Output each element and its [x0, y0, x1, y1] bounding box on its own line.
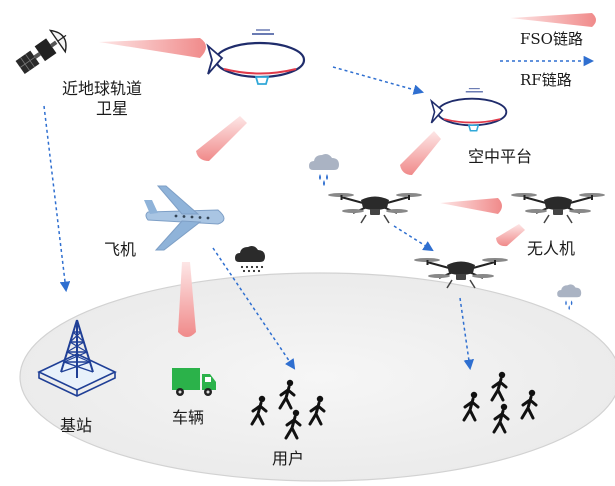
rf-link-airplane-users: [212, 247, 296, 370]
cloud-rain-icon: [235, 246, 265, 273]
satellite-icon: [15, 29, 67, 75]
uav-label: 无人机: [527, 239, 576, 258]
legend-fso-symbol: [510, 13, 596, 27]
ground-area: [19, 272, 615, 482]
fso-beam-airplane-vehicle: [178, 262, 196, 337]
aerial-platform-label: 空中平台: [468, 147, 533, 166]
rf-link-satellite-basestation: [43, 105, 71, 293]
vehicle-label: 车辆: [172, 408, 205, 427]
cloud-rain-icon: [309, 154, 339, 186]
fso-beam-uav-uav: [440, 198, 502, 214]
satellite-label-line1: 近地球轨道: [62, 79, 143, 98]
satellite-label-line2: 卫星: [96, 99, 129, 118]
airship-icon: [429, 88, 508, 132]
cloud-rain-icon: [557, 284, 582, 310]
fso-beam-platform-uav: [400, 131, 441, 175]
drone-icon: [510, 192, 606, 224]
airplane-label: 飞机: [104, 240, 137, 259]
airplane-icon: [144, 185, 225, 251]
fso-beam-satellite-airship: [99, 38, 206, 58]
truck-icon: [172, 368, 216, 396]
rf-link-airship-platform: [332, 66, 425, 95]
rf-link-uav-uav: [393, 225, 434, 252]
base-station-label: 基站: [60, 416, 93, 435]
fso-beam-airship-airplane: [196, 116, 247, 161]
drone-icon: [327, 192, 423, 224]
airship-icon: [206, 29, 306, 85]
users-label: 用户: [272, 449, 305, 468]
legend-rf-label: RF链路: [520, 71, 572, 89]
fso-beam-uav-uav2: [496, 224, 525, 247]
tower-icon: [37, 319, 117, 397]
legend-fso-label: FSO链路: [520, 30, 583, 48]
